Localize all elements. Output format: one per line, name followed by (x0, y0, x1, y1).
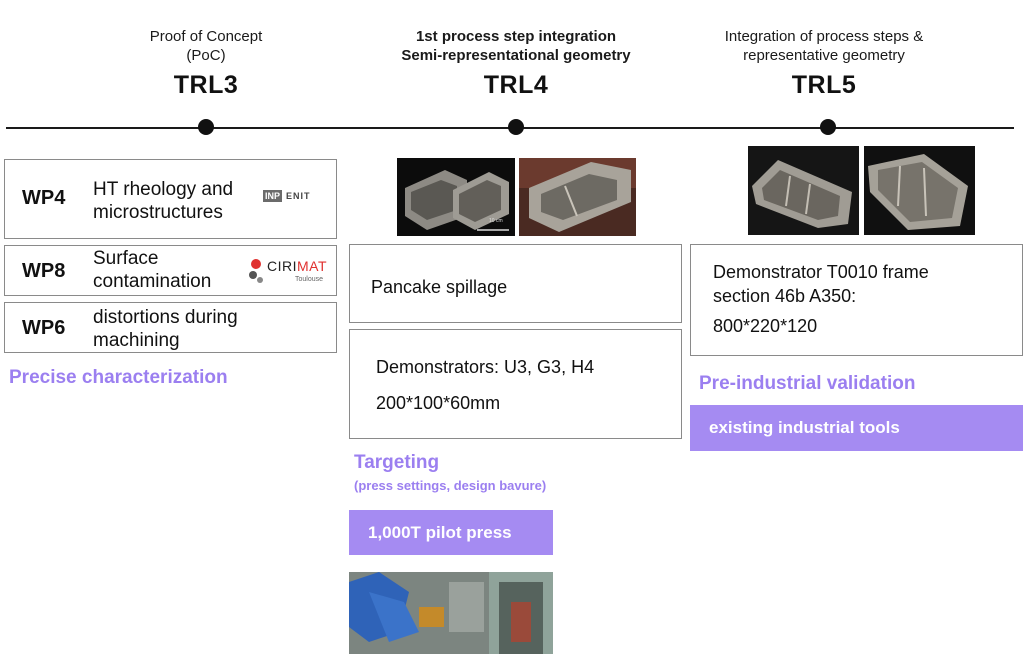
wp4-card: WP4 HT rheology and microstructures INP … (4, 159, 337, 239)
trl5-demonstrator-dimensions: 800*220*120 (713, 316, 818, 336)
trl5-subtitle-1: Integration of process steps & (724, 28, 924, 45)
wp4-line-1: HT rheology and (93, 179, 234, 200)
inp-logo-text: INP (263, 190, 283, 202)
cirimat-logo-part-2: MAT (297, 258, 328, 274)
trl5-part-photo-2 (864, 146, 975, 235)
cirimat-logo-sub: Toulouse (295, 276, 324, 283)
trl5-milestone-dot (820, 119, 836, 135)
cirimat-logo-part-1: CIRI (267, 258, 297, 274)
pilot-press-label: 1,000T pilot press (349, 510, 553, 555)
trl4-label: TRL4 (483, 71, 549, 99)
trl4-demonstrators-box: Demonstrators: U3, G3, H4 200*100*60mm (349, 329, 682, 439)
industrial-tools-label: existing industrial tools (690, 405, 1023, 451)
wp8-line-2: contamination (93, 271, 212, 292)
trl4-photo-scale: 10 cm (489, 218, 503, 224)
wp4-code: WP4 (22, 187, 66, 209)
trl4-part-photo-1: 10 cm (397, 158, 515, 236)
trl3-label: TRL3 (173, 71, 239, 99)
trl4-demonstrators-text: Demonstrators: U3, G3, H4 (376, 357, 595, 377)
wp8-card: WP8 Surface contamination CIRIMAT Toulou… (4, 245, 337, 296)
wp6-code: WP6 (22, 317, 66, 339)
trl5-demonstrator-box: Demonstrator T0010 frame section 46b A35… (690, 244, 1023, 356)
trl5-subtitle-2: representative geometry (743, 47, 905, 64)
trl4-dimensions-text: 200*100*60mm (376, 393, 501, 413)
trl3-subtitle-1: Proof of Concept (149, 28, 263, 45)
wp8-code: WP8 (22, 260, 66, 282)
wp6-line-2: machining (93, 330, 180, 351)
trl5-demonstrator-line-2: section 46b A350: (713, 286, 857, 306)
cirimat-logo-text: CIRIMAT (267, 258, 327, 274)
pancake-spillage-text: Pancake spillage (371, 277, 508, 297)
trl3-milestone-dot (198, 119, 214, 135)
trl5-label: TRL5 (791, 71, 857, 99)
cirimat-hexagon-icon (249, 259, 263, 283)
trl3-subtitle-2: (PoC) (186, 47, 226, 64)
inp-enit-logo: INP ENIT (263, 190, 311, 202)
trl5-demonstrator-line-1: Demonstrator T0010 frame (713, 262, 929, 282)
trl3-footer: Precise characterization (9, 367, 228, 388)
trl5-validation-title: Pre-industrial validation (699, 373, 916, 394)
wp8-line-1: Surface (93, 248, 159, 269)
pancake-spillage-box: Pancake spillage (349, 244, 682, 323)
pilot-press-photo (349, 572, 553, 654)
wp6-line-1: distortions during (93, 307, 238, 328)
trl4-subtitle-2: Semi-representational geometry (401, 47, 631, 64)
trl4-subtitle-1: 1st process step integration (415, 28, 617, 45)
targeting-subtitle: (press settings, design bavure) (354, 478, 547, 493)
targeting-title: Targeting (354, 452, 440, 473)
wp4-line-2: microstructures (93, 202, 223, 223)
trl4-part-photo-2 (519, 158, 636, 236)
cirimat-logo: CIRIMAT Toulouse (249, 256, 333, 290)
trl5-part-photo-1 (748, 146, 859, 235)
trl4-milestone-dot (508, 119, 524, 135)
enit-logo-text: ENIT (286, 191, 311, 201)
wp6-card: WP6 distortions during machining (4, 302, 337, 353)
